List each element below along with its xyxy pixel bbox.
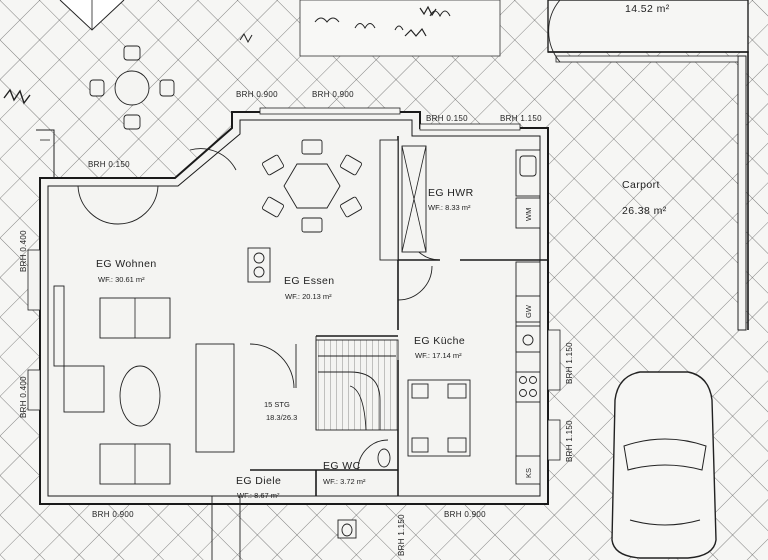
carport-name: Carport bbox=[622, 179, 660, 191]
wc-name: EG WC bbox=[323, 460, 361, 472]
brh-bottom-left: BRH 0.900 bbox=[92, 510, 134, 519]
brh-east-lower: BRH 1.150 bbox=[565, 420, 574, 462]
wc-area: WF.: 3.72 m² bbox=[323, 477, 366, 486]
wohnen-name: EG Wohnen bbox=[96, 258, 157, 270]
living-furniture bbox=[53, 285, 235, 485]
brh-top-right: BRH 0.900 bbox=[312, 90, 354, 99]
brh-west-upper: BRH 0.400 bbox=[19, 230, 28, 272]
car bbox=[611, 371, 717, 559]
hwr-name: EG HWR bbox=[428, 187, 474, 199]
ks-label: KS bbox=[524, 468, 533, 478]
kueche-name: EG Küche bbox=[414, 335, 465, 347]
diele-name: EG Diele bbox=[236, 475, 281, 487]
wc-furniture bbox=[337, 448, 391, 539]
brh-hwr-left: BRH 0.150 bbox=[426, 114, 468, 123]
wm-label: WM bbox=[524, 208, 533, 221]
windows bbox=[27, 107, 561, 461]
brh-top-left: BRH 0.900 bbox=[236, 90, 278, 99]
gw-label: GW bbox=[524, 304, 533, 318]
hwr-area: WF.: 8.33 m² bbox=[428, 203, 471, 212]
brh-west-lower: BRH 0.400 bbox=[19, 376, 28, 418]
stairs-rise: 18.3/26.3 bbox=[266, 413, 297, 422]
stairs-steps: 15 STG bbox=[264, 400, 290, 409]
carport-top-area: 14.52 m² bbox=[625, 3, 670, 15]
diele-area: WF.: 8.67 m² bbox=[237, 491, 280, 500]
kueche-area: WF.: 17.14 m² bbox=[415, 351, 462, 360]
brh-left-top: BRH 0.150 bbox=[88, 160, 130, 169]
brh-east-upper: BRH 1.150 bbox=[565, 342, 574, 384]
terrace-seating bbox=[3, 0, 175, 130]
essen-area: WF.: 20.13 m² bbox=[285, 292, 332, 301]
garden-bed bbox=[239, 0, 501, 57]
carport-area: 26.38 m² bbox=[622, 205, 667, 217]
wohnen-area: WF.: 30.61 m² bbox=[98, 275, 145, 284]
staircase bbox=[315, 339, 399, 431]
hwr-furniture bbox=[401, 145, 541, 253]
dining-furniture bbox=[247, 139, 399, 283]
brh-hwr-right: BRH 1.150 bbox=[500, 114, 542, 123]
kitchen-furniture bbox=[407, 261, 541, 485]
brh-bottom-mid: BRH 1.150 bbox=[397, 514, 406, 556]
essen-name: EG Essen bbox=[284, 275, 334, 287]
brh-bottom-right: BRH 0.900 bbox=[444, 510, 486, 519]
carport-structure bbox=[547, 0, 749, 331]
